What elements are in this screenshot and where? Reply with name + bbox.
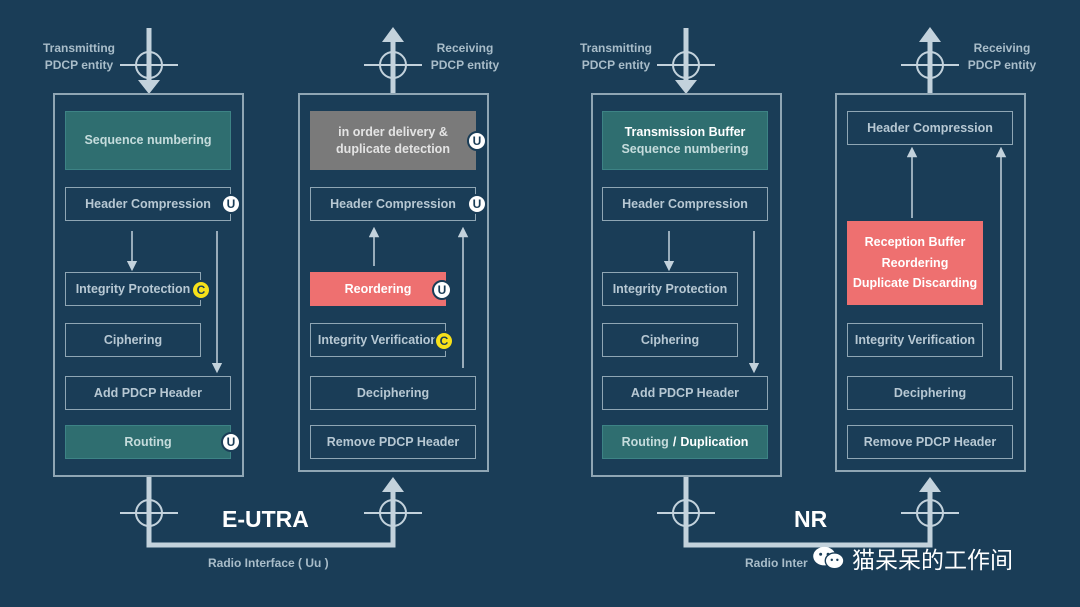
nr-radio-path: [683, 477, 933, 548]
eutra-radio-path: [146, 477, 396, 548]
nr-rx-entity: [835, 93, 1026, 472]
nr-tx-add-pdcp-header: Add PDCP Header: [602, 376, 768, 410]
nr-title: NR: [794, 506, 828, 532]
eutra-rx-in-order-delivery: in order delivery & duplicate detection: [310, 111, 476, 170]
nr-rx-up-arrowhead: [919, 27, 941, 42]
eutra-tx-sequence-numbering: Sequence numbering: [65, 111, 231, 170]
eutra-radio-up-arrowhead: [382, 477, 404, 492]
eutra-rx-entity: [298, 93, 489, 472]
u-badge: U: [467, 194, 487, 214]
nr-radio-up-arrowhead: [919, 477, 941, 492]
nr-tx-down-arrowhead: [675, 80, 697, 94]
radio-interface-label-nr: Radio Inter: [745, 556, 808, 570]
eutra-rx-header-compression: Header Compression: [310, 187, 476, 221]
eutra-tx-down-arrowhead: [138, 80, 160, 94]
nr-rx-integrity-verification: Integrity Verification: [847, 323, 983, 357]
eutra-tx-entity: [53, 93, 244, 477]
nr-rx-deciphering: Deciphering: [847, 376, 1013, 410]
in-order-line-2: duplicate detection: [336, 141, 450, 156]
in-order-line-1: in order delivery &: [338, 124, 448, 139]
watermark-text: 猫呆呆的工作间: [852, 548, 1013, 574]
separator-text: /: [672, 434, 677, 449]
u-badge: U: [467, 131, 487, 151]
nr-tx-routing-duplication: Routing / Duplication: [602, 425, 768, 459]
eutra-rx-integrity-verification: Integrity Verification: [310, 323, 446, 357]
eutra-rx-reordering: Reordering: [310, 272, 446, 306]
sequence-numbering-text: Sequence numbering: [621, 141, 749, 156]
transmitting-entity-label: Transmitting PDCP entity: [42, 41, 115, 72]
nr-tx-integrity-protection: Integrity Protection: [602, 272, 738, 306]
nr-rx-header-compression: Header Compression: [847, 111, 1013, 145]
nr-rx-remove-pdcp-header: Remove PDCP Header: [847, 425, 1013, 459]
duplicate-discarding-text: Duplicate Discarding: [852, 276, 978, 291]
u-badge: U: [221, 432, 241, 452]
reordering-text: Reordering: [881, 255, 949, 270]
nr-tx-ciphering: Ciphering: [602, 323, 738, 357]
watermark: 猫呆呆的工作间: [812, 541, 1013, 575]
duplication-text: Duplication: [680, 434, 749, 449]
eutra-tx-routing: Routing: [65, 425, 231, 459]
eutra-tx-integrity-protection: Integrity Protection: [65, 272, 201, 306]
nr-tx-buffer-seq-numbering: Transmission Buffer Sequence numbering: [602, 111, 768, 170]
transmitting-entity-label: Transmitting PDCP entity: [579, 41, 652, 72]
radio-interface-label: Radio Interface ( Uu ): [208, 556, 329, 570]
eutra-title: E-UTRA: [222, 506, 309, 532]
wechat-icon: [813, 546, 845, 570]
receiving-entity-label: Receiving PDCP entity: [967, 41, 1037, 72]
eutra-rx-up-arrowhead: [382, 27, 404, 42]
u-badge: U: [221, 194, 241, 214]
transmission-buffer-text: Transmission Buffer: [624, 124, 746, 139]
receiving-entity-label: Receiving PDCP entity: [430, 41, 500, 72]
c-badge: C: [434, 331, 454, 351]
nr-tx-header-compression: Header Compression: [602, 187, 768, 221]
eutra-rx-remove-pdcp-header: Remove PDCP Header: [310, 425, 476, 459]
reception-buffer-text: Reception Buffer: [864, 235, 966, 250]
nr-rx-reception-buffer: Reception Buffer Reordering Duplicate Di…: [847, 221, 983, 305]
eutra-tx-header-compression: Header Compression: [65, 187, 231, 221]
eutra-rx-deciphering: Deciphering: [310, 376, 476, 410]
u-badge: U: [432, 280, 452, 300]
routing-text: Routing: [621, 434, 669, 449]
nr-tx-entity: [591, 93, 782, 477]
eutra-tx-ciphering: Ciphering: [65, 323, 201, 357]
c-badge: C: [191, 280, 211, 300]
eutra-tx-add-pdcp-header: Add PDCP Header: [65, 376, 231, 410]
